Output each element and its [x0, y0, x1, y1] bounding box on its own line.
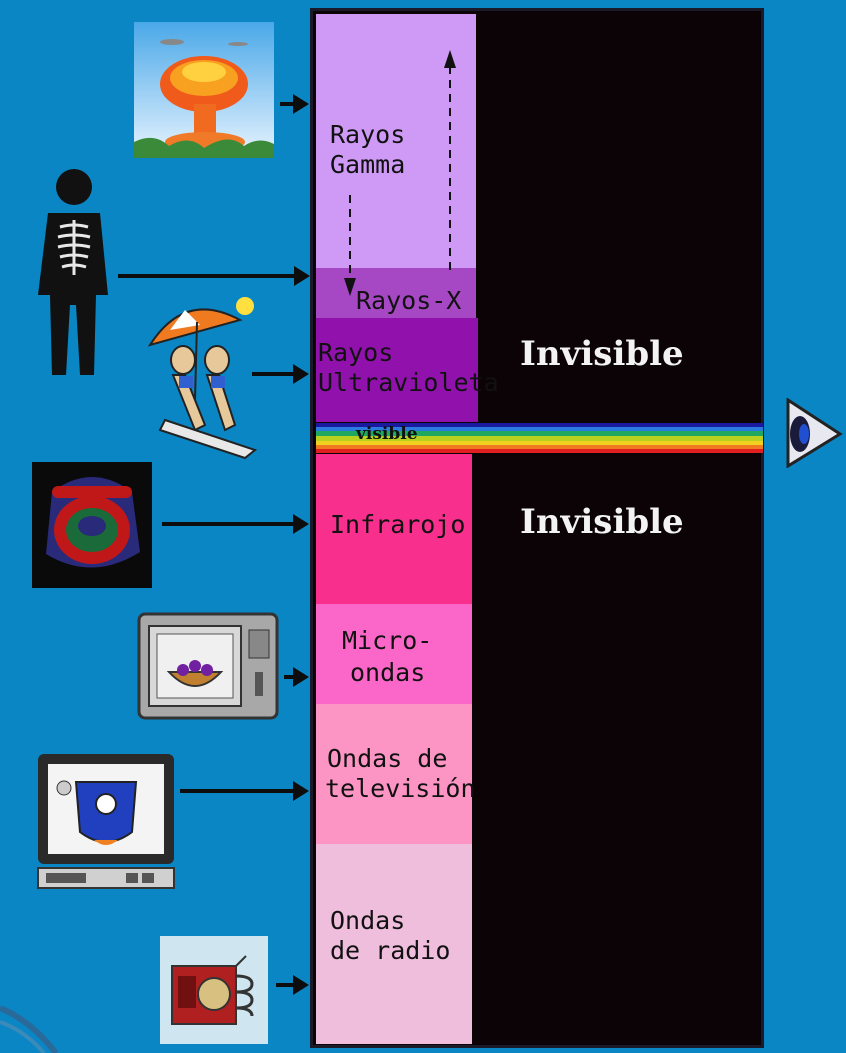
invisible-label-bottom: Invisible	[520, 502, 684, 542]
label-infrared: Infrarojo	[330, 510, 466, 539]
radio-icon	[160, 936, 268, 1044]
label-visible: visible	[356, 424, 418, 444]
invisible-label-top: Invisible	[520, 334, 684, 374]
arrow-gamma-line	[280, 102, 296, 106]
label-radio-line1: Ondas	[330, 906, 406, 935]
gamma-xray-arrows	[344, 50, 456, 296]
label-tv-line1: Ondas de	[327, 744, 448, 773]
sunbathers-icon	[147, 297, 258, 460]
corner-decoration	[0, 1005, 59, 1053]
microwave-oven-icon	[137, 612, 279, 720]
label-radio-line2: de radio	[330, 936, 451, 965]
label-micro-line1: Micro-	[342, 626, 433, 655]
visible-spectrum-strip	[316, 423, 763, 453]
arrow-tv-head	[293, 781, 309, 801]
arrow-ir-head	[293, 514, 309, 534]
band-tv-waves	[316, 704, 472, 846]
arrow-micro-head	[293, 667, 309, 687]
television-icon	[37, 754, 175, 889]
label-uv-line2: Ultravioleta	[318, 368, 499, 397]
eye-icon	[786, 398, 843, 468]
label-xray: Rayos-X	[356, 286, 462, 315]
label-gamma-line1: Rayos	[330, 120, 406, 149]
arrow-xray-head	[294, 266, 310, 286]
band-ultraviolet	[316, 318, 478, 422]
band-x-rays	[316, 268, 476, 320]
arrow-uv-line	[252, 372, 296, 376]
thermal-image-icon	[32, 462, 152, 588]
label-gamma-line2: Gamma	[330, 150, 406, 179]
mushroom-cloud-icon	[134, 22, 274, 158]
xray-person-icon	[38, 169, 108, 375]
label-micro-line2: ondas	[350, 658, 426, 687]
arrow-radio-line	[276, 983, 296, 987]
label-uv-line1: Rayos	[318, 338, 394, 367]
arrow-radio-head	[293, 975, 309, 995]
label-tv-line2: televisión	[325, 774, 476, 803]
arrow-xray-line	[118, 274, 298, 278]
arrow-uv-head	[293, 364, 309, 384]
arrow-gamma-head	[293, 94, 309, 114]
arrow-ir-line	[162, 522, 296, 526]
band-radio-waves	[316, 844, 472, 1044]
band-microwaves	[316, 604, 472, 706]
band-infrared	[316, 454, 472, 606]
arrow-micro-line	[284, 675, 296, 679]
arrow-tv-line	[180, 789, 296, 793]
